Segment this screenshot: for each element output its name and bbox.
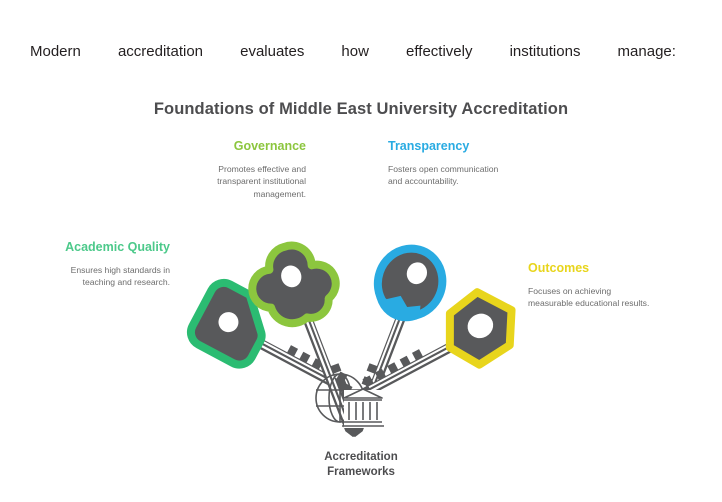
key-hole [406,262,428,285]
center-node-label-line2: Frameworks [327,465,395,478]
callout-academic-quality: Academic Quality Ensures high standards … [50,240,170,289]
callout-governance: Governance Promotes effective and transp… [186,139,306,200]
intro-word: evaluates [240,43,305,60]
diagram-title: Foundations of Middle East University Ac… [153,100,569,118]
callout-label-transparency: Transparency [388,139,470,153]
key-hole [467,313,494,339]
key-governance[interactable] [241,234,390,452]
callout-description-academic-quality: Ensures high standards in teaching and r… [70,265,170,288]
key-blade-groove [302,301,353,426]
intro-word: manage: [617,43,676,60]
intro-word: effectively [406,43,473,60]
globe-institution-icon [315,373,384,428]
center-node-label-line1: Accreditation [324,451,398,463]
intro-word: Modern [30,43,81,60]
callout-outcomes: Outcomes Focuses on achieving measurable… [528,261,658,310]
intro-word: accreditation [117,43,204,60]
key-hole [218,312,239,333]
callout-label-outcomes: Outcomes [528,261,590,275]
intro-word: how [341,43,369,60]
callout-description-outcomes: Focuses on achieving measurable educatio… [528,286,650,309]
keys-diagram-graphic [187,234,527,452]
callout-description-transparency: Fosters open communication and accountab… [388,164,499,187]
callout-label-academic-quality: Academic Quality [65,240,170,254]
callout-description-governance: Promotes effective and transparent insti… [217,164,306,199]
callout-label-governance: Governance [233,139,306,153]
building-pediment [343,388,383,399]
center-node-label: Accreditation Frameworks [261,450,461,479]
institution-building [342,388,384,428]
key-hole [281,265,302,288]
building-base [342,421,384,427]
callout-transparency: Transparency Fosters open communication … [388,139,508,188]
key-head-notch [375,289,429,322]
intro-sentence: Modern accreditation evaluates how effec… [30,42,676,62]
building-columns [348,402,378,420]
key-outcomes[interactable] [343,282,527,421]
intro-word: institutions [509,43,581,60]
